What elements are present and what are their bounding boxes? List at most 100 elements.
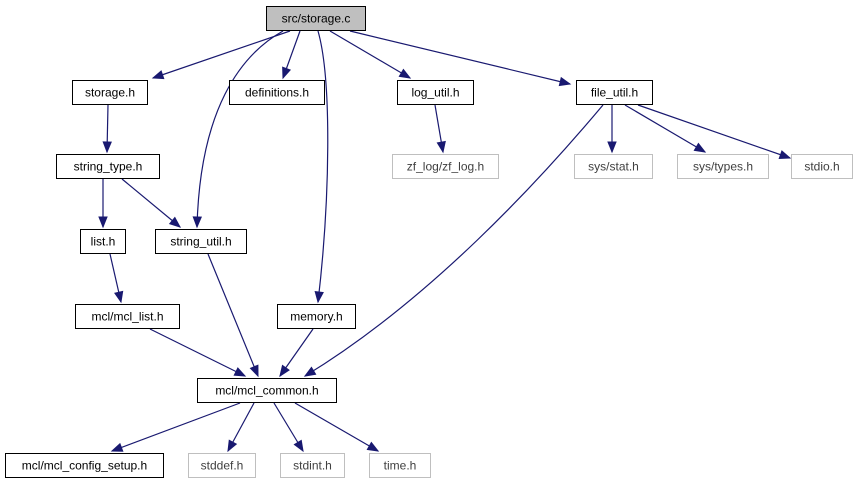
node-label: log_util.h bbox=[411, 86, 459, 100]
edge-file-util-h-to-stdio-h bbox=[637, 104, 792, 160]
node-box bbox=[397, 80, 474, 105]
node-stddef-h[interactable]: stddef.h bbox=[188, 453, 256, 478]
node-string-type-h[interactable]: string_type.h bbox=[56, 154, 160, 179]
node-box bbox=[75, 304, 180, 329]
arrowhead bbox=[314, 291, 324, 304]
node-box bbox=[574, 154, 653, 179]
arrowhead bbox=[282, 66, 292, 80]
edge-string-type-h-to-string-util-h bbox=[121, 178, 182, 228]
node-box bbox=[576, 80, 653, 105]
arrowhead bbox=[192, 216, 203, 229]
node-label: stdint.h bbox=[293, 459, 332, 473]
node-time-h[interactable]: time.h bbox=[369, 453, 431, 478]
node-stdio-h[interactable]: stdio.h bbox=[791, 154, 853, 179]
edge-line bbox=[304, 104, 604, 377]
arrowhead bbox=[366, 441, 380, 452]
node-box bbox=[56, 154, 160, 179]
edge-mcl-common-h-to-mcl-config-setup-h bbox=[110, 402, 241, 452]
node-label: file_util.h bbox=[591, 86, 638, 100]
arrowhead bbox=[168, 216, 182, 228]
edge-line bbox=[624, 104, 706, 153]
edge-line bbox=[349, 30, 571, 85]
edge-mcl-list-h-to-mcl-common-h bbox=[149, 328, 247, 377]
node-box bbox=[197, 378, 337, 403]
edge-list-h-to-mcl-list-h bbox=[109, 253, 124, 304]
edge-line bbox=[329, 30, 411, 79]
edge-line bbox=[121, 178, 181, 228]
node-mcl-config-setup-h[interactable]: mcl/mcl_config_setup.h bbox=[5, 453, 164, 478]
node-box bbox=[369, 453, 431, 478]
edge-mcl-common-h-to-stddef-h bbox=[227, 402, 255, 453]
edge-memory-h-to-mcl-common-h bbox=[279, 328, 314, 378]
edge-storage-c-to-log-util-h bbox=[329, 30, 412, 79]
edge-line bbox=[317, 30, 329, 303]
edge-string-type-h-to-list-h bbox=[98, 179, 108, 229]
node-stdint-h[interactable]: stdint.h bbox=[280, 453, 345, 478]
arrowhead bbox=[558, 76, 572, 87]
edge-mcl-common-h-to-stdint-h bbox=[273, 402, 304, 453]
node-mcl-common-h[interactable]: mcl/mcl_common.h bbox=[197, 378, 337, 403]
node-label: string_util.h bbox=[170, 235, 231, 249]
node-storage-h[interactable]: storage.h bbox=[72, 80, 148, 105]
node-label: stdio.h bbox=[804, 160, 839, 174]
edge-storage-c-to-string-util-h bbox=[192, 30, 284, 229]
node-box bbox=[72, 80, 148, 105]
edge-log-util-h-to-zf-log-h bbox=[434, 104, 446, 154]
arrowhead bbox=[693, 142, 707, 153]
edge-line bbox=[149, 328, 246, 377]
node-list-h[interactable]: list.h bbox=[80, 229, 126, 254]
edge-string-util-h-to-mcl-common-h bbox=[207, 253, 259, 378]
arrowhead bbox=[102, 141, 112, 154]
node-string-util-h[interactable]: string_util.h bbox=[155, 229, 247, 254]
node-label: sys/types.h bbox=[693, 160, 753, 174]
arrowhead bbox=[249, 364, 259, 378]
nodes-layer: src/storage.c storage.h definitions.h log_u… bbox=[5, 6, 853, 478]
arrowhead bbox=[303, 366, 317, 377]
node-log-util-h[interactable]: log_util.h bbox=[397, 80, 474, 105]
node-box bbox=[266, 6, 366, 31]
edge-line bbox=[111, 402, 241, 452]
edge-storage-c-to-definitions-h bbox=[282, 30, 301, 80]
edge-storage-c-to-file-util-h bbox=[349, 30, 572, 87]
node-box bbox=[277, 304, 356, 329]
node-sys-stat-h[interactable]: sys/stat.h bbox=[574, 154, 653, 179]
node-definitions-h[interactable]: definitions.h bbox=[229, 80, 325, 105]
node-box bbox=[392, 154, 499, 179]
node-label: string_type.h bbox=[74, 160, 143, 174]
node-box bbox=[677, 154, 769, 179]
node-file-util-h[interactable]: file_util.h bbox=[576, 80, 653, 105]
edge-line bbox=[196, 30, 284, 228]
node-memory-h[interactable]: memory.h bbox=[277, 304, 356, 329]
arrowhead bbox=[151, 70, 165, 80]
node-label: sys/stat.h bbox=[588, 160, 639, 174]
node-box bbox=[188, 453, 256, 478]
arrowhead bbox=[233, 367, 247, 377]
arrowhead bbox=[293, 439, 304, 453]
arrowhead bbox=[607, 141, 617, 154]
edge-file-util-h-to-mcl-common-h bbox=[303, 104, 604, 377]
arrowhead bbox=[98, 216, 108, 229]
node-zf-log-h[interactable]: zf_log/zf_log.h bbox=[392, 154, 499, 179]
arrowhead bbox=[778, 150, 792, 160]
node-label: definitions.h bbox=[245, 86, 309, 100]
node-sys-types-h[interactable]: sys/types.h bbox=[677, 154, 769, 179]
edge-line bbox=[637, 104, 791, 159]
arrowhead bbox=[227, 439, 238, 453]
node-storage-c[interactable]: src/storage.c bbox=[266, 6, 366, 31]
arrowhead bbox=[110, 442, 124, 452]
arrowhead bbox=[114, 290, 124, 304]
arrowhead bbox=[398, 68, 412, 79]
edge-storage-c-to-memory-h bbox=[314, 30, 329, 304]
node-label: zf_log/zf_log.h bbox=[407, 160, 484, 174]
edge-line bbox=[152, 30, 291, 79]
node-label: mcl/mcl_list.h bbox=[91, 310, 163, 324]
arrowhead bbox=[436, 140, 446, 154]
node-label: mcl/mcl_common.h bbox=[215, 384, 318, 398]
node-mcl-list-h[interactable]: mcl/mcl_list.h bbox=[75, 304, 180, 329]
node-box bbox=[280, 453, 345, 478]
node-box bbox=[229, 80, 325, 105]
edge-file-util-h-to-sys-types-h bbox=[624, 104, 707, 153]
node-label: src/storage.c bbox=[282, 12, 351, 26]
edge-line bbox=[294, 402, 379, 452]
